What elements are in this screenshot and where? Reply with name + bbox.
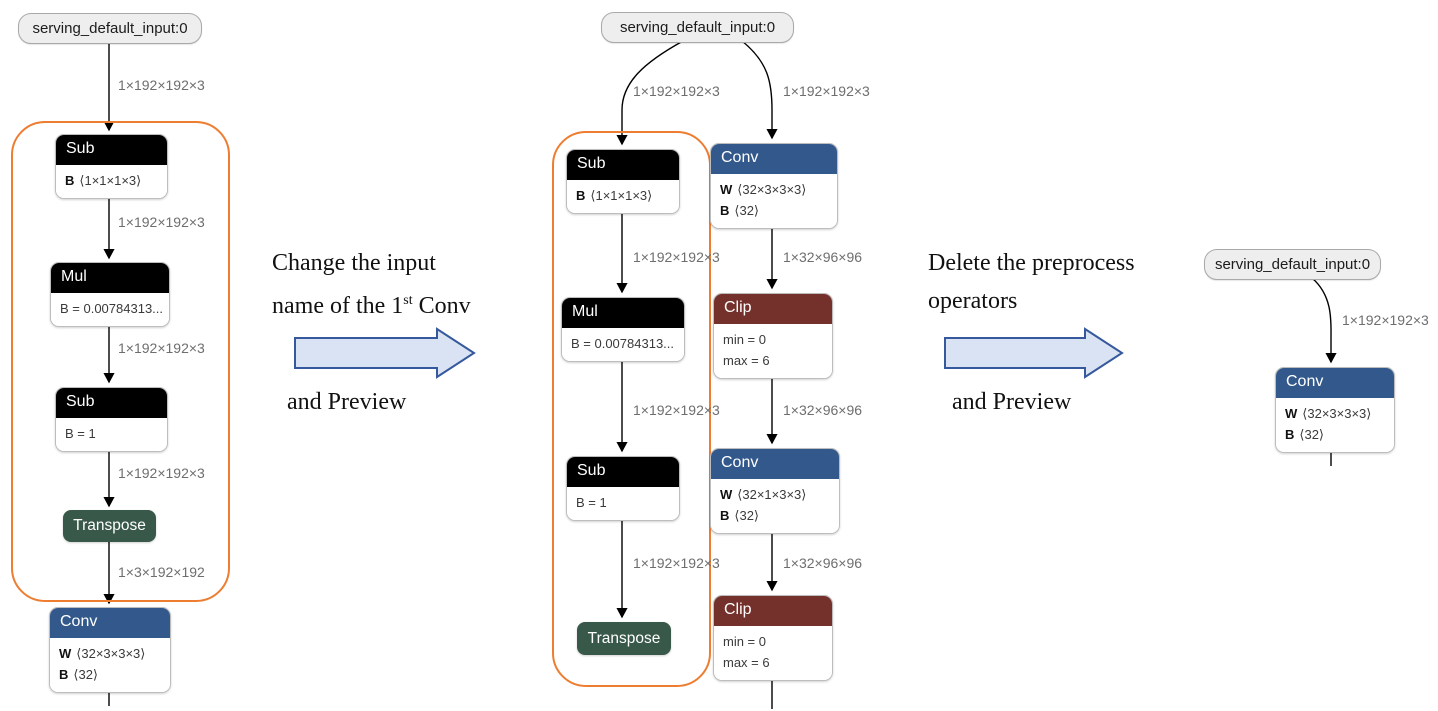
edge-label: 1×192×192×3 <box>783 83 870 99</box>
attr-value: B = 0.00784313... <box>571 336 675 351</box>
attr-value: min = 0 <box>723 634 766 649</box>
node-title: Clip <box>714 596 832 626</box>
input-node: serving_default_input:0 <box>601 12 794 43</box>
node-mul: Mul B = 0.00784313... <box>50 262 170 327</box>
node-conv: Conv W ⟨32×3×3×3⟩ B ⟨32⟩ <box>1275 367 1395 453</box>
edge-label: 1×192×192×3 <box>118 214 205 230</box>
attr-value: B = 1 <box>576 495 607 510</box>
edge-label: 1×192×192×3 <box>633 249 720 265</box>
attr-value: max = 6 <box>723 353 770 368</box>
attr-value: ⟨32⟩ <box>734 203 759 218</box>
node-clip: Clip min = 0 max = 6 <box>713 293 833 379</box>
attr-value: ⟨1×1×1×3⟩ <box>79 173 142 188</box>
node-title: Transpose <box>587 629 661 647</box>
node-transpose: Transpose <box>63 510 156 542</box>
step1-line2: name of the 1st Conv <box>272 293 471 319</box>
node-title: Sub <box>56 135 167 165</box>
node-title: Conv <box>1276 368 1394 398</box>
attr-value: ⟨32×3×3×3⟩ <box>76 646 146 661</box>
attr-value: ⟨32⟩ <box>734 508 759 523</box>
input-label: serving_default_input:0 <box>32 20 188 37</box>
edge <box>1311 277 1337 364</box>
attr-name: W <box>1285 406 1298 421</box>
edge-label: 1×192×192×3 <box>1342 312 1429 328</box>
highlight-box-middle <box>552 131 711 687</box>
attr-name: B <box>1285 427 1295 442</box>
edge <box>741 40 778 140</box>
attr-value: ⟨32×3×3×3⟩ <box>1302 406 1372 421</box>
step2-text: Delete the preprocess operators <box>928 244 1135 320</box>
input-label: serving_default_input:0 <box>619 19 776 36</box>
attr-name: W <box>59 646 72 661</box>
node-title: Transpose <box>73 517 146 534</box>
attr-value: ⟨32×3×3×3⟩ <box>737 182 807 197</box>
attr-value: ⟨32⟩ <box>73 667 98 682</box>
attr-name: B <box>65 173 75 188</box>
node-mul: Mul B = 0.00784313... <box>561 297 685 362</box>
node-transpose: Transpose <box>577 622 671 655</box>
node-sub: Sub B = 1 <box>55 387 168 452</box>
edge-label: 1×192×192×3 <box>118 340 205 356</box>
node-title: Clip <box>714 294 832 324</box>
step2-line2: operators <box>928 288 1018 314</box>
step1-caption: and Preview <box>287 389 407 415</box>
attr-value: B = 1 <box>65 426 96 441</box>
node-title: Conv <box>711 449 839 479</box>
attr-name: B <box>59 667 69 682</box>
node-title: Sub <box>567 150 679 180</box>
edge-label: 1×3×192×192 <box>118 564 205 580</box>
edge-label: 1×192×192×3 <box>633 83 720 99</box>
input-node: serving_default_input:0 <box>18 13 202 44</box>
node-clip: Clip min = 0 max = 6 <box>713 595 833 681</box>
node-conv: Conv W ⟨32×3×3×3⟩ B ⟨32⟩ <box>710 143 838 229</box>
node-title: Mul <box>562 298 684 328</box>
step1-arrow <box>294 327 476 379</box>
edge-label: 1×32×96×96 <box>783 555 863 571</box>
node-conv: Conv W ⟨32×1×3×3⟩ B ⟨32⟩ <box>710 448 840 534</box>
attr-name: B <box>720 203 730 218</box>
input-label: serving_default_input:0 <box>1214 256 1371 273</box>
edge-label: 1×192×192×3 <box>118 77 205 93</box>
attr-name: B <box>720 508 730 523</box>
highlight-box-left <box>11 121 230 602</box>
step1-line1: Change the input <box>272 250 436 276</box>
node-title: Mul <box>51 263 169 293</box>
step2-line1: Delete the preprocess <box>928 250 1135 276</box>
edge-label: 1×192×192×3 <box>633 402 720 418</box>
node-sub: Sub B ⟨1×1×1×3⟩ <box>55 134 168 199</box>
attr-value: min = 0 <box>723 332 766 347</box>
attr-name: W <box>720 487 733 502</box>
input-node: serving_default_input:0 <box>1204 249 1381 280</box>
edge-label: 1×192×192×3 <box>118 465 205 481</box>
attr-value: max = 6 <box>723 655 770 670</box>
attr-name: W <box>720 182 733 197</box>
edge-label: 1×192×192×3 <box>633 555 720 571</box>
node-conv: Conv W ⟨32×3×3×3⟩ B ⟨32⟩ <box>49 607 171 693</box>
node-title: Conv <box>50 608 170 638</box>
node-title: Sub <box>56 388 167 418</box>
attr-value: ⟨32⟩ <box>1299 427 1324 442</box>
edge-label: 1×32×96×96 <box>783 402 863 418</box>
node-sub: Sub B = 1 <box>566 456 680 521</box>
node-title: Sub <box>567 457 679 487</box>
edge-label: 1×32×96×96 <box>783 249 863 265</box>
step2-arrow <box>944 327 1124 379</box>
step1-text: Change the input name of the 1st Conv <box>272 244 471 325</box>
attr-value: B = 0.00784313... <box>60 301 164 316</box>
edge <box>616 40 684 146</box>
attr-value: ⟨32×1×3×3⟩ <box>737 487 807 502</box>
attr-value: ⟨1×1×1×3⟩ <box>590 188 653 203</box>
step2-caption: and Preview <box>952 389 1072 415</box>
node-sub: Sub B ⟨1×1×1×3⟩ <box>566 149 680 214</box>
attr-name: B <box>576 188 586 203</box>
node-title: Conv <box>711 144 837 174</box>
ordinal-suffix: st <box>403 293 413 308</box>
